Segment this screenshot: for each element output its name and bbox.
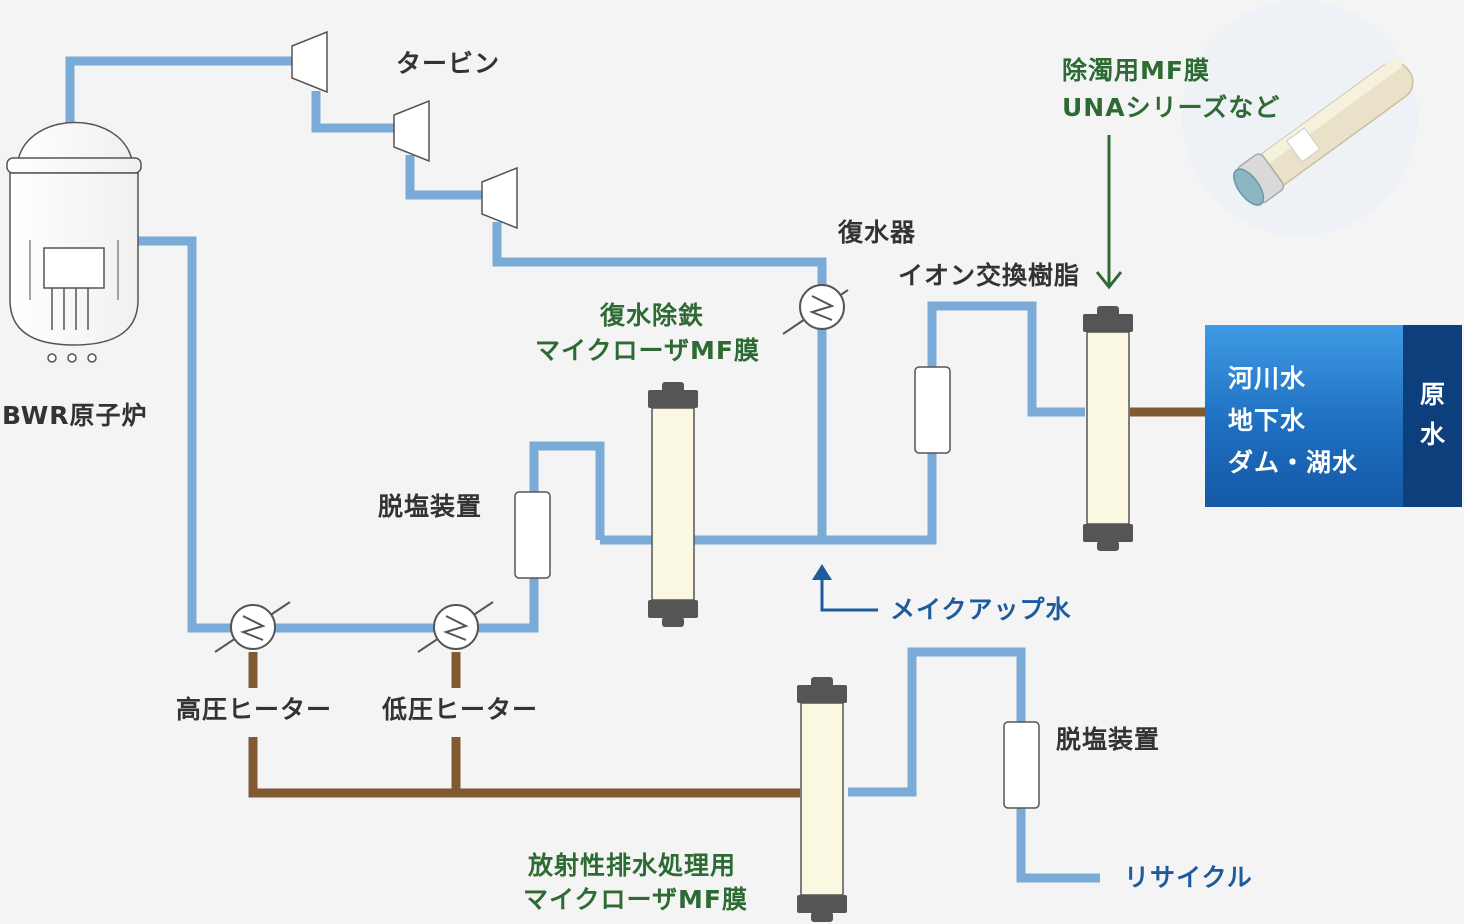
turbidity-membrane-label-line-1: 除濁用MF膜 [1062, 56, 1210, 85]
pipe-turbine-2-3 [405, 155, 482, 200]
raw-water-source-box [1205, 325, 1403, 507]
una-membrane-photo [1233, 57, 1414, 206]
pipe-reactor-turbine [65, 56, 292, 133]
water-pipes [65, 56, 1100, 883]
mf-membrane-condensate [648, 382, 698, 627]
mf-membrane-turbidity [1083, 306, 1133, 551]
turbines [291, 30, 518, 230]
waste-membrane-label-line-2: マイクローザMF膜 [523, 885, 748, 914]
desalination-label-2: 脱塩装置 [1056, 725, 1161, 754]
makeup-water-label: メイクアップ水 [890, 595, 1072, 624]
source-groundwater: 地下水 [1228, 406, 1307, 435]
condenser-exchanger [782, 284, 849, 335]
condensate-membrane-label-line-1: 復水除鉄 [600, 301, 705, 330]
makeup-water-arrow [812, 564, 878, 612]
pipe-feedwater [135, 236, 539, 633]
pipe-recycle [1016, 808, 1100, 883]
mf-membrane-waste [797, 677, 847, 922]
pipe-drain-main [248, 737, 800, 798]
source-dam-lake-water: ダム・湖水 [1228, 448, 1359, 477]
low-pressure-heater-exchanger [417, 601, 494, 653]
raw-water-source-list: 河川水 地下水 ダム・湖水 [1228, 358, 1358, 484]
low-pressure-heater-label: 低圧ヒーター [382, 695, 539, 724]
turbine-3 [481, 166, 518, 230]
waste-pipes [248, 407, 1205, 798]
pipe-turbine-1-2 [311, 91, 394, 133]
heat-exchangers [214, 284, 849, 653]
recycle-label: リサイクル [1124, 863, 1253, 892]
ion-exchange-unit [914, 366, 951, 454]
small-units [514, 366, 1040, 809]
desalination-label-1: 脱塩装置 [378, 492, 483, 521]
desalination-unit-1 [514, 491, 551, 579]
high-pressure-heater-label: 高圧ヒーター [176, 695, 333, 724]
raw-water-header-char-2: 水 [1419, 420, 1445, 449]
reactor-label: BWR原子炉 [2, 401, 148, 430]
desalination-unit-2 [1003, 721, 1040, 809]
source-river-water: 河川水 [1228, 364, 1307, 393]
membrane-pointer-arrow [1095, 135, 1123, 290]
pipe-turbine-condenser [492, 222, 827, 540]
condensate-membrane-label-line-2: マイクローザMF膜 [535, 336, 760, 365]
raw-water-header-box [1403, 325, 1462, 507]
turbine-2 [393, 99, 430, 163]
pipe-ion-loop [927, 301, 1085, 417]
pipe-waste-loop-up [848, 647, 1026, 797]
condenser-label: 復水器 [838, 218, 917, 247]
raw-water-header-char-1: 原 [1419, 380, 1445, 409]
turbine-1 [291, 30, 328, 94]
turbidity-membrane-label-line-2: UNAシリーズなど [1062, 93, 1281, 122]
waste-membrane-label-line-1: 放射性排水処理用 [528, 851, 737, 880]
raw-water-header: 原 水 [1403, 375, 1462, 455]
pipe-desalination-loop [529, 441, 605, 540]
ion-exchange-label: イオン交換樹脂 [898, 261, 1081, 290]
high-pressure-heater-exchanger [214, 601, 291, 653]
turbine-label: タービン [396, 49, 501, 78]
pipe-main-line [600, 452, 937, 545]
bwr-reactor [6, 121, 142, 363]
